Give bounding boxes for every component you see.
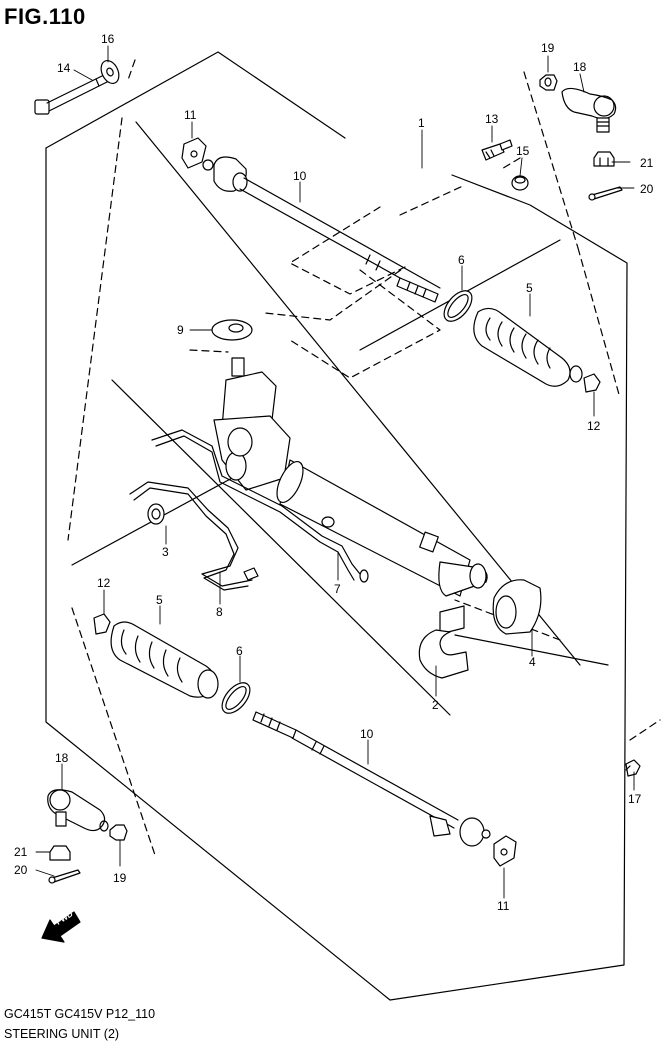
callout-labels: 16 14 19 18 11 1 13 15 21 20 10 6 5 9 12… xyxy=(14,32,654,913)
callout-6: 6 xyxy=(236,644,243,658)
tie-rod-end-18-upper xyxy=(561,87,617,133)
nut-19-lower xyxy=(109,824,128,841)
callout-20: 20 xyxy=(14,863,28,877)
callout-1: 1 xyxy=(418,116,425,130)
callout-12: 12 xyxy=(97,576,111,590)
callout-5: 5 xyxy=(526,281,533,295)
bolt-17 xyxy=(625,759,641,777)
gear-case xyxy=(213,357,488,597)
nut-19-upper xyxy=(539,74,558,91)
tie-rod-10-upper xyxy=(202,156,441,303)
cotter-pin-20-lower xyxy=(48,869,81,884)
washer-16 xyxy=(100,60,120,84)
pipe-8 xyxy=(129,481,259,591)
callout-21: 21 xyxy=(640,156,654,170)
callout-15: 15 xyxy=(516,144,530,158)
callout-9: 9 xyxy=(177,323,184,337)
callout-10: 10 xyxy=(360,727,374,741)
castle-nut-21-lower xyxy=(49,845,71,861)
callout-5: 5 xyxy=(156,593,163,607)
footer-section-name: STEERING UNIT (2) xyxy=(4,1027,120,1041)
leader-lines xyxy=(35,45,635,899)
callout-2: 2 xyxy=(432,698,439,712)
callout-19: 19 xyxy=(541,41,555,55)
mount-bushing-4 xyxy=(492,579,542,635)
callout-12: 12 xyxy=(587,419,601,433)
dashed-guides xyxy=(67,59,661,856)
boot-5-lower xyxy=(110,621,219,699)
callout-11: 11 xyxy=(184,108,197,122)
callout-4: 4 xyxy=(529,655,536,669)
callout-8: 8 xyxy=(216,605,223,619)
callout-3: 3 xyxy=(162,545,169,559)
fwd-arrow-icon: FWD xyxy=(41,909,81,943)
bracket-2 xyxy=(418,605,469,679)
clamp-6-upper xyxy=(443,290,473,322)
callout-6: 6 xyxy=(458,253,465,267)
callout-18: 18 xyxy=(573,60,587,74)
cap-15 xyxy=(511,175,529,191)
cotter-pin-20-upper xyxy=(588,186,623,201)
bolt-14 xyxy=(34,74,108,115)
clamp-6-lower xyxy=(221,682,251,714)
figure-title: FIG.110 xyxy=(4,4,86,29)
callout-17: 17 xyxy=(628,792,642,806)
callout-18: 18 xyxy=(55,751,69,765)
callout-14: 14 xyxy=(57,61,71,75)
callout-13: 13 xyxy=(485,112,499,126)
clip-12-lower xyxy=(93,613,111,635)
callout-16: 16 xyxy=(101,32,115,46)
callout-10: 10 xyxy=(293,169,307,183)
callout-19: 19 xyxy=(113,871,127,885)
clip-12-upper xyxy=(583,373,601,393)
pipe-7 xyxy=(151,429,369,583)
clip-11-upper xyxy=(181,137,207,169)
callout-7: 7 xyxy=(334,582,341,596)
callout-20: 20 xyxy=(640,182,654,196)
footer-model-codes: GC415T GC415V P12_110 xyxy=(4,1007,156,1021)
callout-21: 21 xyxy=(14,845,28,859)
tie-rod-10-lower xyxy=(252,711,491,847)
seal-3 xyxy=(147,503,165,525)
grommet-9 xyxy=(211,319,253,341)
callout-11: 11 xyxy=(497,899,510,913)
tie-rod-end-18-lower xyxy=(47,789,109,832)
fitting-13 xyxy=(481,139,513,161)
castle-nut-21-upper xyxy=(593,151,615,167)
clip-11-lower xyxy=(493,835,517,867)
boot-5-upper xyxy=(473,307,583,387)
